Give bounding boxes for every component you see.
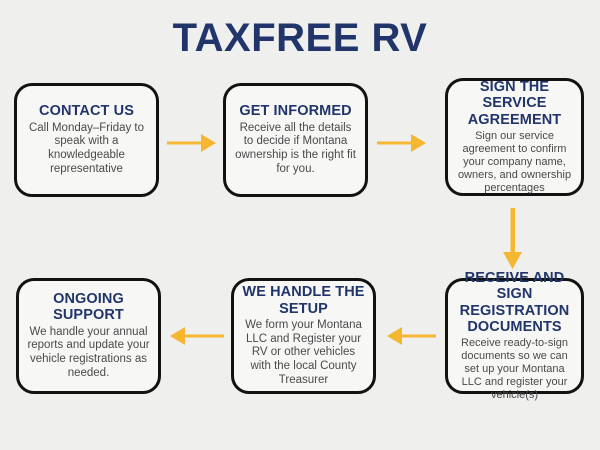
step-body: Sign our service agreement to confirm yo… xyxy=(457,129,572,194)
arrow-left-icon-receive-to-setup xyxy=(386,324,436,348)
step-heading: GET INFORMED xyxy=(239,103,352,120)
step-box-ongoing-support: ONGOING SUPPORT We handle your annual re… xyxy=(16,278,161,394)
step-heading: SIGN THE SERVICE AGREEMENT xyxy=(467,79,562,128)
arrow-left-icon-setup-to-ongoing xyxy=(169,324,224,348)
step-body: Receive ready-to-sign documents so we ca… xyxy=(461,337,568,401)
step-heading: RECEIVE AND SIGN REGISTRATION DOCUMENTS xyxy=(459,270,570,335)
step-box-receive-and-sign-registration-documents: RECEIVE AND SIGN REGISTRATION DOCUMENTS … xyxy=(445,270,584,401)
step-body: Call Monday–Friday to speak with a knowl… xyxy=(28,121,145,175)
step-box-sign-the-service-agreement: SIGN THE SERVICE AGREEMENT Sign our serv… xyxy=(445,78,584,196)
step-heading: WE HANDLE THE SETUP xyxy=(242,284,365,317)
step-heading: ONGOING SUPPORT xyxy=(53,291,124,324)
step-body: Receive all the details to decide if Mon… xyxy=(235,121,356,175)
step-box-get-informed: GET INFORMED Receive all the details to … xyxy=(223,83,368,197)
page-title: TAXFREE RV xyxy=(172,16,428,60)
step-heading: CONTACT US xyxy=(39,103,134,120)
step-box-we-handle-the-setup: WE HANDLE THE SETUP We form your Montana… xyxy=(231,278,376,394)
step-body: We form your Montana LLC and Register yo… xyxy=(245,318,362,386)
arrow-down-icon-sign-to-receive xyxy=(500,208,526,270)
arrow-right-icon-informed-to-sign xyxy=(377,131,427,155)
step-box-contact-us: CONTACT US Call Monday–Friday to speak w… xyxy=(14,83,159,197)
arrow-right-icon-contact-to-informed xyxy=(167,131,217,155)
step-body: We handle your annual reports and update… xyxy=(27,325,150,380)
